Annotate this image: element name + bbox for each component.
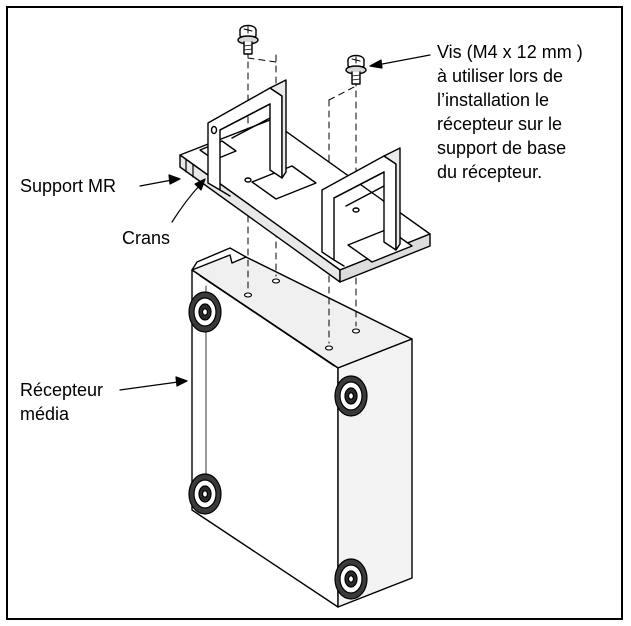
receiver-mount-holes xyxy=(243,278,361,351)
label-screw-line-6: du récepteur. xyxy=(437,162,543,182)
leader-lines xyxy=(119,54,431,391)
bracket-left-upright-side xyxy=(269,79,287,179)
receiver-top-notch xyxy=(191,247,247,271)
bracket-left-upright-hole xyxy=(210,125,218,135)
label-media-receiver-line-2: média xyxy=(20,404,70,424)
screw-left xyxy=(237,24,259,55)
label-screw-line-5: support de base xyxy=(437,138,567,158)
bracket-left-upright-inner xyxy=(219,103,271,197)
receiver-foot-bottom-right xyxy=(334,558,368,600)
label-screw-line-1: Vis (M4 x 12 mm ) xyxy=(437,42,583,62)
leader-bracket xyxy=(139,179,173,187)
leader-bracket-arrowhead xyxy=(168,174,181,185)
receiver-foot-bottom-left xyxy=(188,473,222,515)
label-screw-line-4: récepteur sur le xyxy=(437,114,563,134)
label-screw-line-3: l’installation le xyxy=(437,90,550,110)
label-media-receiver: Récepteur média xyxy=(20,378,103,426)
label-mr-support: Support MR xyxy=(20,176,117,196)
leader-notches xyxy=(171,184,201,223)
receiver-front-bevel xyxy=(199,275,335,367)
screw-right xyxy=(345,54,367,85)
label-screw-line-2: à utiliser lors de xyxy=(437,66,564,86)
receiver-foot-top-left xyxy=(188,291,222,333)
media-receiver xyxy=(188,247,413,608)
label-screw: Vis (M4 x 12 mm ) à utiliser lors de l’i… xyxy=(437,40,583,184)
leader-receiver xyxy=(119,381,179,391)
leader-screw-arrowhead xyxy=(369,59,383,69)
bracket-notches xyxy=(185,159,194,178)
receiver-foot-top-right xyxy=(334,375,368,417)
bracket-right-upright-inner xyxy=(333,171,385,267)
bracket-right-upright-side xyxy=(383,147,401,251)
label-media-receiver-line-1: Récepteur xyxy=(20,380,104,400)
mr-support-bracket xyxy=(179,79,431,283)
leader-notches-arrowhead xyxy=(194,178,206,191)
leader-receiver-arrowhead xyxy=(175,376,188,387)
label-notches: Crans xyxy=(122,228,171,248)
